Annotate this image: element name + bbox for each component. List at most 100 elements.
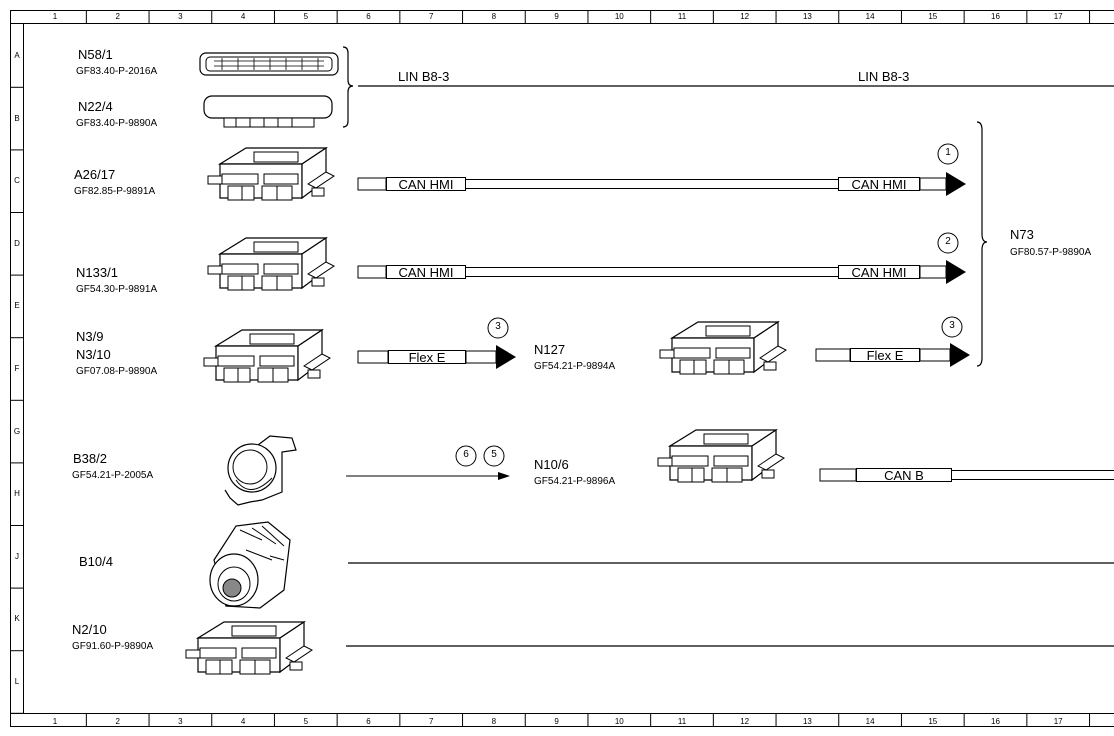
b38-2-ref: GF54.21-P-2005A — [72, 470, 154, 481]
marker-3a: 3 — [495, 321, 501, 332]
n127-ref: GF54.21-P-9894A — [534, 361, 616, 372]
grid-row-C: C — [14, 176, 20, 186]
can-hmi-1-stub — [357, 177, 387, 191]
n73-label: N73 — [1010, 227, 1034, 242]
grid-col-top-14: 14 — [865, 12, 875, 21]
grid-col-top-10: 10 — [614, 12, 624, 21]
marker-2-circle — [937, 232, 959, 254]
grid-col-bottom-11: 11 — [677, 717, 687, 726]
grid-col-bottom-14: 14 — [865, 717, 875, 726]
can-b-box: CAN B — [856, 468, 952, 482]
n127-component — [659, 321, 787, 375]
grid-col-top-7: 7 — [428, 12, 434, 21]
can-b-stub — [819, 468, 857, 482]
grid-col-top-5: 5 — [303, 12, 309, 21]
marker-6-circle — [455, 445, 477, 467]
flex-e-right-arrow — [950, 343, 970, 367]
n10-6-ref: GF54.21-P-9896A — [534, 476, 616, 487]
n3-ref: GF07.08-P-9890A — [76, 366, 158, 377]
grid-col-top-4: 4 — [240, 12, 246, 21]
grid-col-bottom-2: 2 — [115, 717, 120, 726]
grid-col-top-1: 1 — [52, 12, 58, 21]
a26-17-label: A26/17 — [74, 167, 116, 182]
grid-row-H: H — [14, 489, 20, 499]
can-hmi-1-right-box: CAN HMI — [838, 177, 920, 191]
n133-1-component — [207, 237, 335, 291]
grid-col-bottom-10: 10 — [614, 717, 624, 726]
grid-col-bottom-5: 5 — [303, 717, 309, 726]
n58-1-ref: GF83.40-P-2016A — [76, 66, 158, 77]
n58-1-component — [199, 52, 339, 76]
lin-b8-3-label-right: LIN B8-3 — [858, 69, 910, 84]
grid-col-bottom-4: 4 — [240, 717, 246, 726]
grid-row-B: B — [14, 113, 20, 123]
n3-9-label: N3/9 — [76, 329, 104, 344]
grid-col-top-17: 17 — [1053, 12, 1063, 21]
grid-col-bottom-13: 13 — [802, 717, 812, 726]
bracket-n58-n22 — [342, 46, 354, 128]
marker-1: 1 — [945, 147, 951, 158]
grid-col-bottom-9: 9 — [554, 717, 559, 726]
n2-10-ref: GF91.60-P-9890A — [72, 641, 154, 652]
n133-1-label: N133/1 — [76, 265, 118, 280]
grid-col-top-12: 12 — [740, 12, 750, 21]
grid-row-F: F — [14, 364, 20, 373]
grid-col-top-16: 16 — [991, 12, 1000, 21]
b38-2-arrow — [498, 472, 510, 480]
grid-row-G: G — [13, 426, 21, 436]
n3-9-component — [203, 329, 331, 383]
grid-col-bottom-3: 3 — [178, 717, 183, 726]
grid-col-bottom-16: 16 — [991, 717, 1000, 726]
n2-10-label: N2/10 — [72, 622, 107, 637]
grid-col-bottom-12: 12 — [740, 717, 750, 726]
grid-col-top-6: 6 — [366, 12, 371, 21]
can-hmi-2-arrow — [946, 260, 966, 284]
can-hmi-1-left-box: CAN HMI — [386, 177, 466, 191]
marker-5: 5 — [491, 449, 497, 460]
n127-label: N127 — [534, 342, 566, 357]
n58-1-label: N58/1 — [78, 47, 113, 62]
grid-row-E: E — [14, 301, 20, 311]
can-hmi-2-right-box: CAN HMI — [838, 265, 920, 279]
grid-col-bottom-8: 8 — [491, 717, 497, 726]
bracket-n73 — [976, 121, 988, 367]
grid-col-top-8: 8 — [491, 12, 497, 21]
grid-col-top-9: 9 — [554, 12, 559, 21]
grid-col-bottom-1: 1 — [52, 717, 58, 726]
grid-col-top-2: 2 — [115, 12, 120, 21]
grid-col-top-3: 3 — [178, 12, 183, 21]
grid-col-bottom-7: 7 — [428, 717, 434, 726]
lin-b8-3-label-left: LIN B8-3 — [398, 69, 450, 84]
n22-4-component — [203, 95, 333, 128]
b38-2-label: B38/2 — [73, 451, 107, 466]
n133-1-ref: GF54.30-P-9891A — [76, 284, 158, 295]
n22-4-ref: GF83.40-P-9890A — [76, 118, 158, 129]
grid-col-top-15: 15 — [928, 12, 938, 21]
flex-e-left-box: Flex E — [388, 350, 466, 364]
n10-6-component — [657, 429, 785, 483]
can-hmi-2-stub — [357, 265, 387, 279]
n73-ref: GF80.57-P-9890A — [1010, 247, 1092, 258]
n2-10-component — [185, 621, 313, 675]
marker-1-circle — [937, 143, 959, 165]
a26-17-ref: GF82.85-P-9891A — [74, 186, 156, 197]
grid-row-J: J — [15, 551, 19, 561]
flex-e-left-arrow — [496, 345, 516, 369]
can-hmi-1-arrow — [946, 172, 966, 196]
n10-6-label: N10/6 — [534, 457, 569, 472]
grid-col-bottom-17: 17 — [1053, 717, 1063, 726]
b10-4-component — [209, 521, 291, 609]
marker-3a-circle — [487, 317, 509, 339]
n3-10-label: N3/10 — [76, 347, 111, 362]
marker-3b: 3 — [949, 320, 955, 331]
grid-row-L: L — [14, 677, 20, 686]
b38-2-component — [224, 435, 297, 506]
marker-6: 6 — [463, 449, 469, 460]
a26-17-component — [207, 147, 335, 201]
grid-col-top-11: 11 — [677, 12, 687, 21]
grid-col-bottom-6: 6 — [366, 717, 371, 726]
b10-4-label: B10/4 — [79, 554, 113, 569]
n22-4-label: N22/4 — [78, 99, 113, 114]
grid-col-bottom-15: 15 — [928, 717, 938, 726]
